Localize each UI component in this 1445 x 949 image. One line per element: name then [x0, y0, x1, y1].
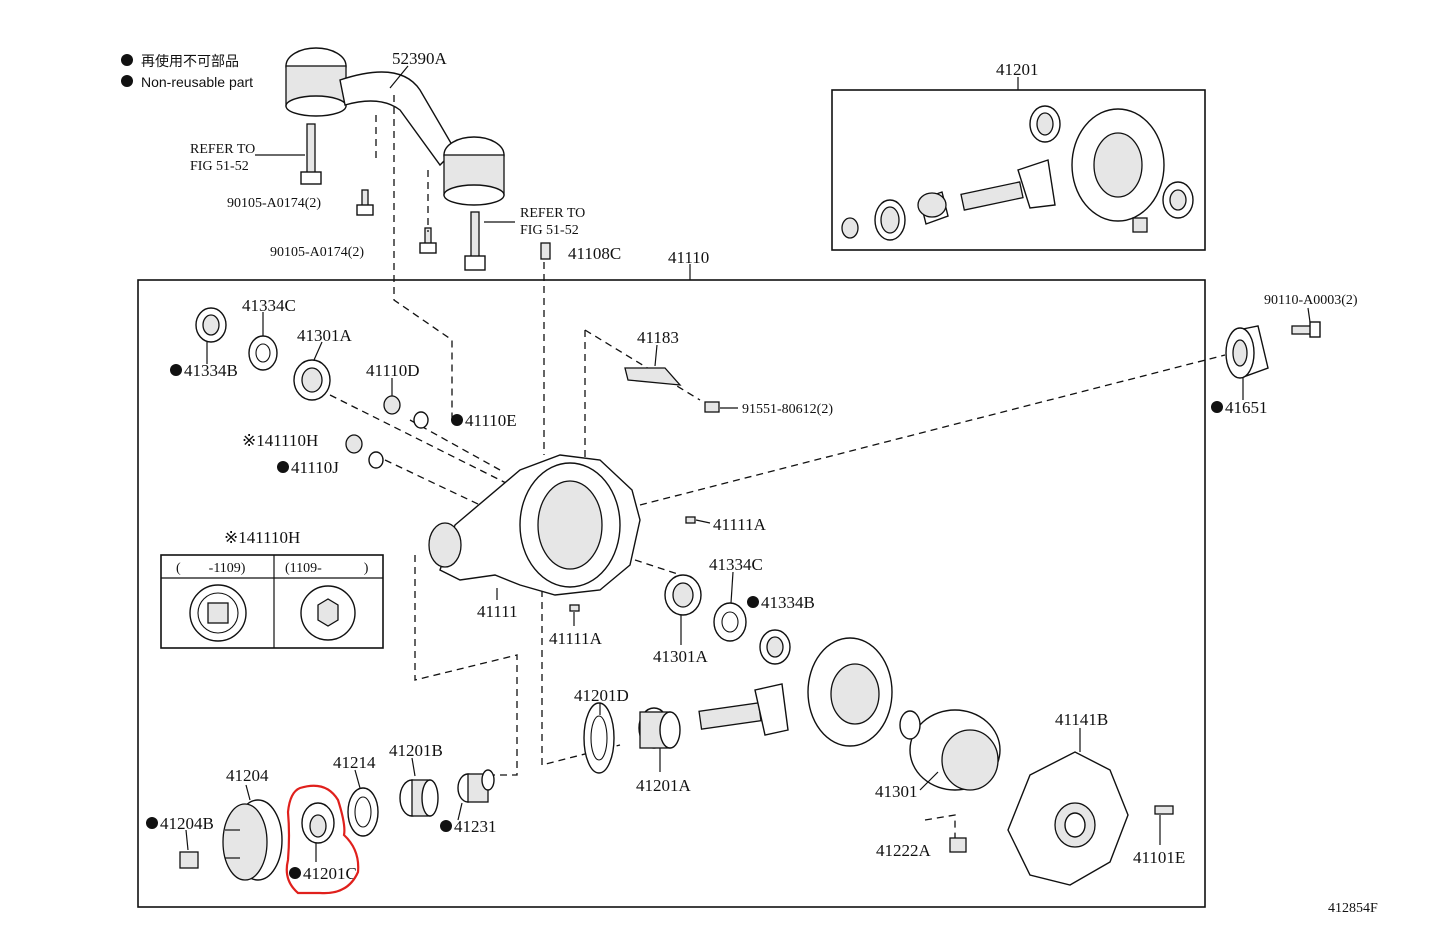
- bolt-icon: [419, 227, 437, 254]
- label-90110: 90110-A0003(2): [1264, 293, 1358, 308]
- inset-141110H: ※141110H ( -1109) (1109- ): [160, 528, 384, 649]
- flange-41204-icon: [222, 799, 283, 881]
- bolt-icon: [300, 123, 322, 185]
- label-41334B-a: 41334B: [184, 361, 238, 380]
- gasket-41110E-icon: [413, 411, 429, 429]
- plug-41110D-icon: [383, 395, 401, 415]
- housing-41111-icon: [428, 454, 641, 596]
- nut-41204B-icon: [179, 851, 199, 869]
- label-41108C: 41108C: [568, 244, 621, 263]
- label-41201D: 41201D: [574, 686, 629, 705]
- label-41111: 41111: [477, 602, 518, 621]
- label-refer1b: FIG 51-52: [190, 159, 249, 174]
- label-41301A-b: 41301A: [653, 647, 709, 666]
- cover-41141B-icon: [1007, 751, 1129, 886]
- inset-title: ※141110H: [224, 528, 300, 547]
- inset-col1: ( -1109): [176, 561, 246, 576]
- label-41301: 41301: [875, 782, 918, 801]
- label-41141B: 41141B: [1055, 710, 1108, 729]
- label-41651: 41651: [1225, 398, 1268, 417]
- bearing-41201B-icon: [399, 779, 439, 817]
- bolt-icon: [356, 189, 374, 216]
- seal-41201C-icon: [301, 802, 335, 844]
- label-41201A: 41201A: [636, 776, 692, 795]
- label-41214: 41214: [333, 753, 376, 772]
- gear-kit-41201-icon: [841, 105, 1194, 241]
- label-41334C-b: 41334C: [709, 555, 763, 574]
- bolt-icon: [1154, 805, 1174, 815]
- label-refer1a: REFER TO: [190, 142, 255, 157]
- legend: 再使用不可部品 Non-reusable part: [121, 53, 253, 90]
- label-41110: 41110: [668, 248, 709, 267]
- label-41110J: 41110J: [291, 458, 339, 477]
- bullet-icon: [121, 54, 133, 66]
- label-141110H: ※141110H: [242, 431, 318, 450]
- seal-41334B-icon: [759, 629, 791, 665]
- label-bolt2: 90105-A0174(2): [270, 245, 364, 260]
- label-41204: 41204: [226, 766, 269, 785]
- label-41222A: 41222A: [876, 841, 932, 860]
- pinion-gear-icon: [698, 683, 789, 736]
- label-41201-top: 41201: [996, 60, 1039, 79]
- bolt-icon: [464, 211, 486, 271]
- label-41334B-b: 41334B: [761, 593, 815, 612]
- bolt-icon: [704, 401, 720, 413]
- bearing-41301A-icon: [293, 359, 331, 401]
- label-41110E: 41110E: [465, 411, 517, 430]
- label-refer2b: FIG 51-52: [520, 223, 579, 238]
- figure-id: 412854F: [1328, 901, 1378, 916]
- label-41301A-a: 41301A: [297, 326, 353, 345]
- ring-gear-icon: [807, 637, 893, 747]
- label-41111A-a: 41111A: [713, 515, 767, 534]
- gasket-41110J-icon: [368, 451, 384, 469]
- bolt-icon: [1291, 321, 1321, 338]
- breather-plug-icon: [540, 242, 551, 260]
- label-91551: 91551-80612(2): [742, 402, 833, 417]
- bolt-icon: [949, 837, 967, 853]
- highlight-41201C: [285, 784, 360, 895]
- inset-col2: (1109- ): [285, 561, 369, 576]
- differential-41301-icon: [899, 709, 1001, 791]
- label-41201B: 41201B: [389, 741, 443, 760]
- label-bolt1: 90105-A0174(2): [227, 196, 321, 211]
- legend-jp: 再使用不可部品: [141, 53, 239, 69]
- plug-141110H-icon: [345, 434, 363, 454]
- washer-41214-icon: [347, 787, 379, 837]
- label-refer2a: REFER TO: [520, 206, 585, 221]
- label-41110D: 41110D: [366, 361, 420, 380]
- label-41183: 41183: [637, 328, 679, 347]
- label-41231: 41231: [454, 817, 497, 836]
- shim-41334C-icon: [248, 335, 278, 371]
- bearing-41201A-icon: [638, 707, 681, 749]
- pin-41111A-icon: [685, 516, 696, 524]
- label-41101E: 41101E: [1133, 848, 1185, 867]
- label-41334C-a: 41334C: [242, 296, 296, 315]
- label-41201C: 41201C: [303, 864, 357, 883]
- label-41204B: 41204B: [160, 814, 214, 833]
- washer-41201D-icon: [583, 702, 615, 774]
- spacer-41231-icon: [457, 769, 495, 803]
- assembly-41110-frame: [137, 279, 1206, 908]
- label-52390A: 52390A: [392, 49, 448, 68]
- plate-41183-icon: [624, 367, 682, 386]
- legend-en: Non-reusable part: [141, 74, 253, 90]
- seal-41651-icon: [1225, 325, 1269, 379]
- shim-41334C-icon: [713, 602, 747, 642]
- label-41111A-b: 41111A: [549, 629, 603, 648]
- crossmember-52390A-icon: [285, 47, 505, 206]
- pin-41111A-icon: [569, 604, 580, 612]
- seal-41334B-icon: [195, 307, 227, 343]
- bullet-icon: [121, 75, 133, 87]
- bearing-41301A-icon: [664, 574, 702, 616]
